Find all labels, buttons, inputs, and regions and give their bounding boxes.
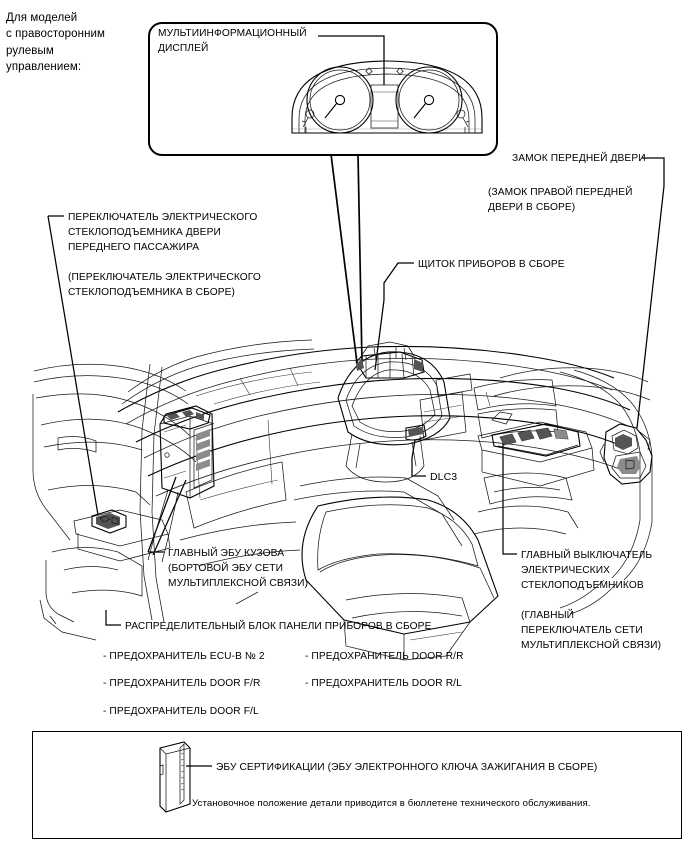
instrument-cluster-inset-box	[148, 22, 498, 156]
dlc3-leader	[411, 439, 426, 477]
master-window-switch-leader	[502, 443, 517, 555]
master-power-window-switch-part	[491, 423, 581, 457]
passenger-power-window-switch-part	[91, 509, 127, 534]
right-hand-drive-note: Для моделей с правосторонним рулевым упр…	[6, 12, 106, 73]
passenger-window-switch-label: ПЕРЕКЛЮЧАТЕЛЬ ЭЛЕКТРИЧЕСКОГО СТЕКЛОПОДЪЕ…	[68, 212, 258, 253]
master-window-switch-label: ГЛАВНЫЙ ВЫКЛЮЧАТЕЛЬ ЭЛЕКТРИЧЕСКИХ СТЕКЛО…	[521, 550, 653, 591]
certification-ecu-note: Установочное положение детали приводится…	[192, 798, 591, 809]
combination-meter-label: ЩИТОК ПРИБОРОВ В СБОРЕ	[418, 259, 565, 270]
fuse-item: - ПРЕДОХРАНИТЕЛЬ DOOR R/L	[305, 678, 462, 689]
combination-meter-part	[337, 341, 451, 483]
front-door-lock-part	[599, 423, 653, 485]
front-door-lock-label: ЗАМОК ПЕРЕДНЕЙ ДВЕРИ	[512, 153, 646, 164]
multi-information-display-label: МУЛЬТИИНФОРМАЦИОННЫЙ ДИСПЛЕЙ	[158, 28, 307, 54]
body-ecu-leader	[147, 476, 187, 556]
dlc3-connector-part	[405, 424, 427, 441]
passenger-window-switch-sublabel: (ПЕРЕКЛЮЧАТЕЛЬ ЭЛЕКТРИЧЕСКОГО СТЕКЛОПОДЪ…	[68, 272, 261, 298]
body-ecu-part	[159, 405, 215, 499]
front-door-lock-leader	[636, 157, 665, 429]
fuse-item: - ПРЕДОХРАНИТЕЛЬ ECU-B № 2	[103, 651, 265, 662]
fuse-item: - ПРЕДОХРАНИТЕЛЬ DOOR F/R	[103, 678, 261, 689]
master-window-switch-sublabel: (ГЛАВНЫЙ ПЕРЕКЛЮЧАТЕЛЬ СЕТИ МУЛЬТИПЛЕКСН…	[521, 610, 662, 651]
body-ecu-label: ГЛАВНЫЙ ЭБУ КУЗОВА (БОРТОВОЙ ЭБУ СЕТИ МУ…	[168, 548, 309, 589]
front-door-lock-sublabel: (ЗАМОК ПРАВОЙ ПЕРЕДНЕЙ ДВЕРИ В СБОРЕ)	[488, 187, 633, 213]
inset-connector-lines	[330, 153, 363, 364]
fuse-item: - ПРЕДОХРАНИТЕЛЬ DOOR R/R	[305, 651, 464, 662]
fuse-item: - ПРЕДОХРАНИТЕЛЬ DOOR F/L	[103, 706, 259, 717]
certification-ecu-label: ЭБУ СЕРТИФИКАЦИИ (ЭБУ ЭЛЕКТРОННОГО КЛЮЧА…	[216, 762, 598, 773]
passenger-window-switch-leader	[47, 215, 99, 516]
combination-meter-leader	[374, 262, 414, 371]
dlc3-label: DLC3	[430, 471, 458, 483]
junction-block-label: РАСПРЕДЕЛИТЕЛЬНЫЙ БЛОК ПАНЕЛИ ПРИБОРОВ В…	[125, 621, 432, 632]
certification-ecu-box	[32, 731, 682, 839]
junction-block-leader	[105, 610, 121, 626]
